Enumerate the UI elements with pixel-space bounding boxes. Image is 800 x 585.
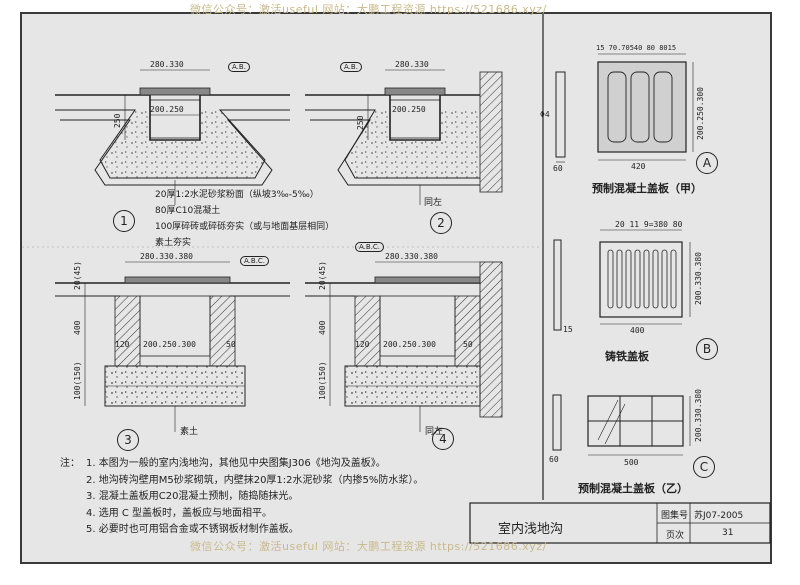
cover-b-thick: 15 [563,325,573,334]
cover-b-label: B [696,338,718,360]
layer-3: 100厚碎砖或碎砾夯实（或与地面基层相同） [155,222,335,232]
title-block-atlas-value: 苏J07-2005 [694,511,744,521]
detail-4-number: 4 [432,428,454,450]
detail-4-left-dim: 20(45) [318,261,327,290]
cover-a-height: 200.250.300 [696,87,705,140]
detail-1-top-dim: 280.330 [150,60,184,69]
cover-b-height: 200.330.380 [694,252,703,305]
detail-4-height-dim: 400 [318,320,327,335]
notes-prefix: 注： [60,458,80,469]
detail-1-number: 1 [113,210,135,232]
note-4: 4. 选用 C 型盖板时，盖板应与地面相平。 [86,507,273,519]
detail-2-height-dim: 250 [356,115,365,130]
watermark-bottom: 微信公众号：激活useful 网站：大鹏工程资源 https://521686.… [190,540,547,553]
cover-a-thick: 60 [553,164,563,173]
detail-3-soil-note: 素土 [180,427,199,437]
detail-4-side-a: 120 [355,340,370,349]
detail-3-top-dim: 280.330.380 [140,252,193,261]
cover-c-height: 200.330.380 [694,389,703,442]
cover-c-drawing [552,394,691,456]
cover-a-width: 420 [631,162,646,171]
detail-3-side-b: 50 [226,340,236,349]
detail-1-height-dim: 250 [113,113,122,128]
cover-b-width: 400 [630,326,645,335]
cover-b-top-dim: 20 11 9=380 80 [615,220,683,229]
cover-a-caption: 预制混凝土盖板（甲） [592,182,702,195]
watermark-top: 微信公众号：激活useful 网站：大鹏工程资源 https://521686.… [190,3,547,16]
detail-3-side-a: 120 [115,340,130,349]
note-3: 3. 混凝土盖板用C20混凝土预制，随捣随抹光。 [86,491,299,502]
detail-3-number: 3 [117,429,139,451]
cover-a-rebar: Φ4 [540,110,550,119]
detail-4-top-dim: 280.330.380 [385,252,438,261]
cover-c-width: 500 [624,458,639,467]
detail-2-top-dim: 280.330 [395,60,429,69]
detail-3-height-dim: 400 [73,320,82,335]
cover-b-caption: 铸铁盖板 [605,350,649,363]
note-2: 2. 地沟砖沟壁用M5砂浆砌筑，内壁抹20厚1:2水泥砂浆（内掺5%防水浆）。 [86,474,424,486]
detail-2-number: 2 [430,212,452,234]
detail-1-section [55,69,290,205]
detail-4-ref: A.B.C. [355,242,385,252]
title-block-page-value: 31 [722,528,734,538]
layer-2: 80厚C10混凝土 [155,206,221,216]
cover-a-top-dim: 15 70.70540 80 8015 [596,44,677,52]
layer-4: 素土夯实 [155,238,192,248]
notes-block: 注： 1. 本图为一般的室内浅地沟，其他见中央图集J306《地沟及盖板》。 2. … [60,456,423,539]
detail-1-ref: A.B. [228,62,250,72]
note-5: 5. 必要时也可用铝合金或不锈钢板材制作盖板。 [86,524,299,535]
detail-4-inner-dim: 200.250.300 [383,340,436,349]
detail-4-base-dim: 100(150) [318,361,327,400]
detail-2-wall-note: 同左 [424,198,443,208]
title-block-atlas-label: 图集号 [661,511,689,521]
detail-3-left-dim: 20(45) [73,261,82,290]
detail-2-inner-dim: 200.250 [392,105,426,114]
note-1: 1. 本图为一般的室内浅地沟，其他见中央图集J306《地沟及盖板》。 [86,458,386,469]
title-block-title: 室内浅地沟 [498,522,564,537]
detail-3-base-dim: 100(150) [73,361,82,400]
title-block-page-label: 页次 [666,531,685,541]
layer-1: 20厚1:2水泥砂浆粉面（纵坡3‰-5‰） [155,190,319,200]
cover-a-drawing [555,53,694,163]
cover-a-label: A [696,152,718,174]
detail-1-inner-dim: 200.250 [150,105,184,114]
cover-c-thick: 60 [549,455,559,464]
detail-3-inner-dim: 200.250.300 [143,340,196,349]
detail-3-ref: A.B.C. [240,256,270,266]
cover-b-drawing [553,229,691,331]
detail-3-section [55,261,290,432]
detail-2-ref: A.B. [340,62,362,72]
title-block-lines [469,502,771,544]
cover-c-label: C [693,456,715,478]
detail-2-section [305,69,503,205]
cover-c-caption: 预制混凝土盖板（乙） [578,482,688,495]
detail-4-section [305,261,503,432]
detail-4-side-b: 50 [463,340,473,349]
